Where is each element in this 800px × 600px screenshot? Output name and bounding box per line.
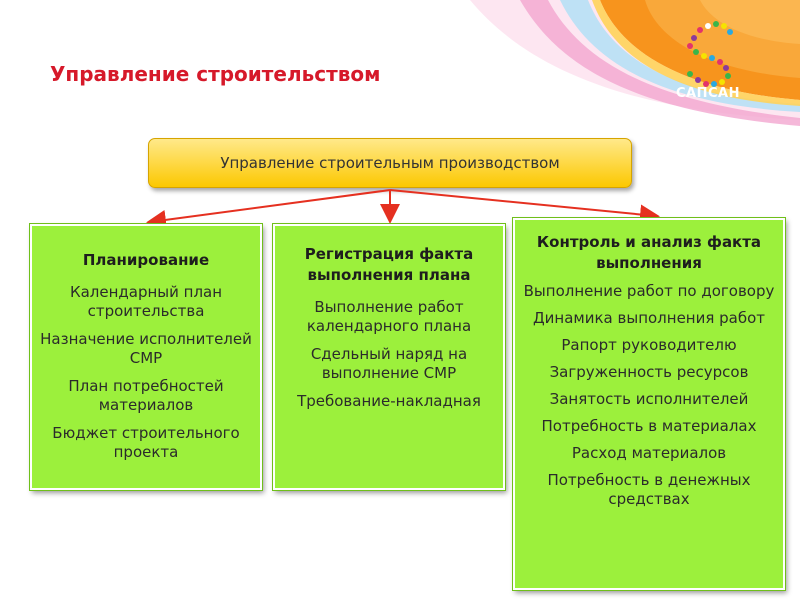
list-item: План потребностей материалов [68, 377, 224, 414]
list-item: Бюджет строительного проекта [52, 424, 240, 461]
card-heading: Планирование [82, 251, 210, 269]
top-box: Управление строительным производством [148, 138, 632, 188]
card-planning: Планирование Календарный план строительс… [29, 223, 263, 491]
list-item: Загруженность ресурсов [549, 363, 749, 381]
dotted-s-logo-icon [687, 21, 733, 87]
list-item: Потребность в денежных средствах [547, 471, 751, 508]
list-item: Требование-накладная [297, 392, 481, 410]
list-item: Рапорт руководителю [561, 336, 737, 354]
list-item: Сдельный наряд на выполнение СМР [310, 345, 468, 382]
arrow-right [389, 189, 660, 225]
list-item: Календарный план строительства [69, 283, 223, 320]
list-item: Динамика выполнения работ [532, 309, 766, 327]
card-heading: Контроль и анализ факта выполнения [536, 233, 762, 272]
list-item: Расход материалов [571, 444, 727, 462]
list-item: Потребность в материалах [541, 417, 757, 435]
card-registration: Регистрация факта выполнения плана Выпол… [272, 223, 506, 491]
card-heading: Регистрация факта выполнения плана [304, 245, 474, 284]
list-item: Занятость исполнителей [549, 390, 749, 408]
page-title: Управление строительством [50, 62, 381, 86]
list-item: Назначение исполнителей СМР [40, 330, 252, 367]
card-control: Контроль и анализ факта выполнения Выпол… [512, 217, 786, 591]
list-item: Выполнение работ календарного плана [306, 298, 472, 335]
arrow-left [146, 189, 391, 230]
logo-text: САПСАН [676, 86, 740, 101]
list-item: Выполнение работ по договору [523, 282, 775, 300]
